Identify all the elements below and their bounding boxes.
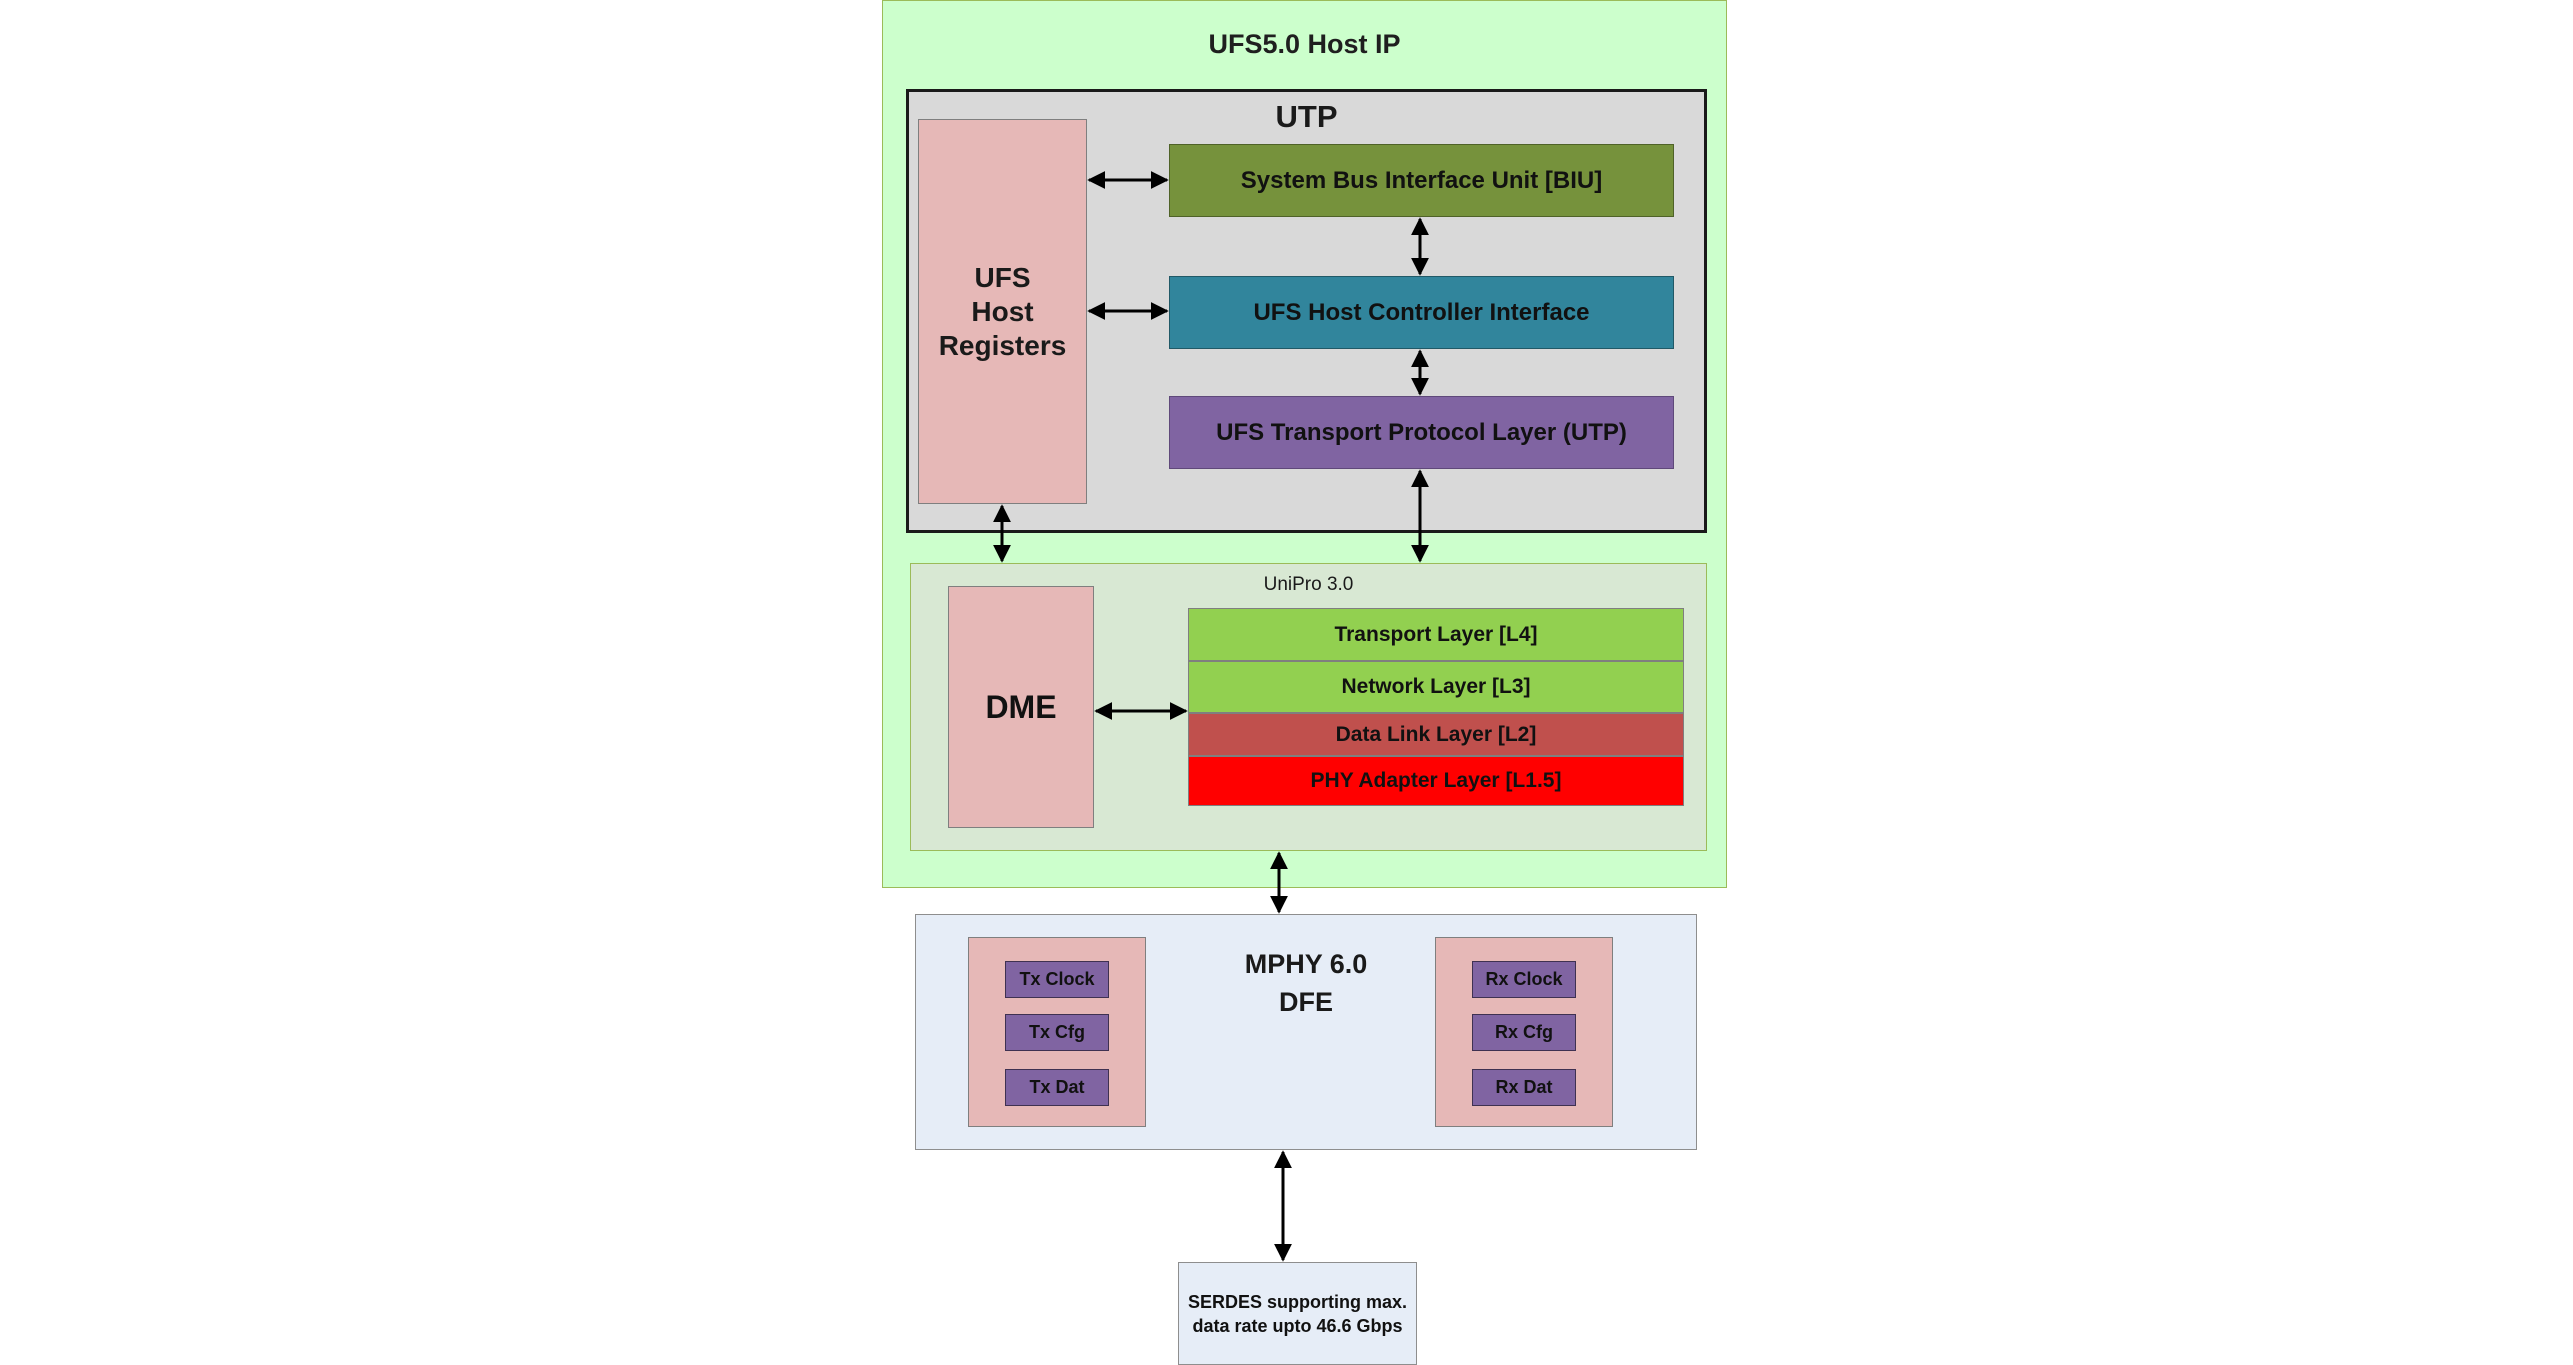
dme-block: DME xyxy=(948,586,1094,828)
tx-group: Tx Clock Tx Cfg Tx Dat xyxy=(968,937,1146,1127)
serdes-line-2: data rate upto 46.6 Gbps xyxy=(1192,1315,1403,1336)
serdes-block: SERDES supporting max. data rate upto 46… xyxy=(1178,1262,1417,1365)
data-link-layer: Data Link Layer [L2] xyxy=(1188,713,1684,756)
rx-group: Rx Clock Rx Cfg Rx Dat xyxy=(1435,937,1613,1127)
unipro-title: UniPro 3.0 xyxy=(1263,574,1354,595)
serdes-line-1: SERDES supporting max. xyxy=(1187,1291,1408,1312)
biu-block: System Bus Interface Unit [BIU] xyxy=(1169,144,1674,217)
utp-layer-block: UFS Transport Protocol Layer (UTP) xyxy=(1169,396,1674,469)
phy-adapter-layer: PHY Adapter Layer [L1.5] xyxy=(1188,756,1684,806)
tx-cfg: Tx Cfg xyxy=(1005,1014,1109,1051)
rx-clock: Rx Clock xyxy=(1472,961,1576,998)
tx-clock: Tx Clock xyxy=(1005,961,1109,998)
host-controller-interface: UFS Host Controller Interface xyxy=(1169,276,1674,349)
ufs-host-registers: UFS Host Registers xyxy=(918,119,1087,504)
transport-layer: Transport Layer [L4] xyxy=(1188,608,1684,661)
network-layer: Network Layer [L3] xyxy=(1188,661,1684,713)
host-ip-title: UFS5.0 Host IP xyxy=(1208,29,1401,59)
utp-title: UTP xyxy=(1275,99,1338,134)
rx-cfg: Rx Cfg xyxy=(1472,1014,1576,1051)
tx-dat: Tx Dat xyxy=(1005,1069,1109,1106)
mphy-title: MPHY 6.0 xyxy=(1244,949,1368,979)
rx-dat: Rx Dat xyxy=(1472,1069,1576,1106)
mphy-subtitle: DFE xyxy=(1279,987,1333,1017)
